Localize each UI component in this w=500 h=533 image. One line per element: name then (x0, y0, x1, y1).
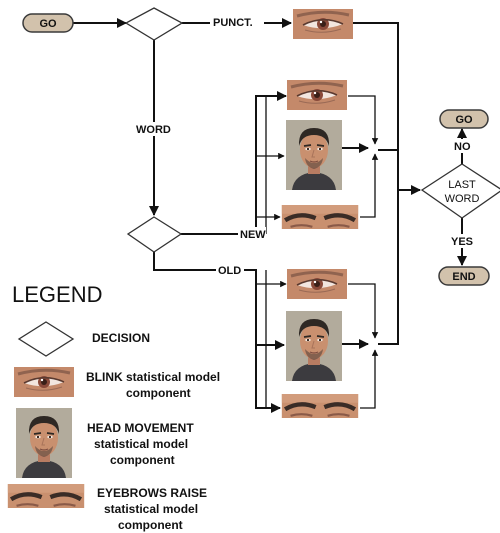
photo-brow-old (282, 394, 358, 418)
edge-new-blink (181, 91, 287, 235)
edge-bg-blink (348, 283, 379, 339)
edge-label-old: OLD (218, 265, 241, 277)
legend-brow-photo (8, 484, 84, 508)
edge-old-brow (153, 252, 281, 413)
edge-label-word: WORD (136, 124, 171, 136)
decision-punct-word (124, 7, 184, 41)
legend-head-line1: HEAD MOVEMENT (87, 421, 194, 435)
edge-punct-bus (352, 22, 399, 188)
legend-brow-line2: statistical model (104, 502, 198, 516)
legend-brow-line1: EYEBROWS RAISE (97, 486, 207, 500)
photo-eye-old (287, 268, 347, 300)
terminal-go-start-label: GO (39, 18, 57, 30)
legend-title: LEGEND (12, 282, 102, 307)
edge-tg-blink (348, 95, 379, 145)
edge-bg-bus (378, 188, 399, 345)
legend-decision-diamond (17, 321, 75, 357)
legend-eye-photo (14, 366, 74, 398)
legend-blink-line2: component (126, 386, 191, 400)
photo-brow-new (282, 205, 358, 229)
terminal-go-start: GO (22, 13, 74, 33)
edge-tg-brow (360, 153, 379, 218)
photo-eye-punct (293, 8, 353, 40)
legend-brow-line3: component (118, 518, 183, 532)
connectors (73, 18, 467, 413)
terminal-end: END (438, 266, 490, 286)
edge-label-punct: PUNCT. (213, 17, 253, 29)
terminal-go-restart: GO (439, 109, 489, 129)
edge-label-yes: YES (451, 236, 473, 248)
edge-bg-brow (360, 349, 379, 409)
terminal-end-label: END (452, 271, 475, 283)
decision-last-word-line1: LAST (448, 179, 476, 191)
edge-label-new: NEW (240, 229, 266, 241)
legend-blink-line1: BLINK statistical model (86, 370, 220, 384)
terminal-go-restart-label: GO (455, 114, 473, 126)
legend-head-line3: component (110, 453, 175, 467)
photo-head-old (286, 311, 342, 381)
photo-eye-new (287, 80, 347, 110)
decision-last-word-line2: WORD (445, 193, 480, 205)
decision-new-old (126, 216, 183, 253)
legend-head-photo (16, 408, 72, 478)
edge-label-no: NO (454, 141, 471, 153)
legend: LEGEND DECISION BLINK statistical model … (8, 282, 220, 532)
legend-head-line2: statistical model (94, 437, 188, 451)
photo-head-new (286, 120, 342, 190)
legend-decision-label: DECISION (92, 331, 150, 345)
decision-last-word: LAST WORD (420, 163, 500, 219)
